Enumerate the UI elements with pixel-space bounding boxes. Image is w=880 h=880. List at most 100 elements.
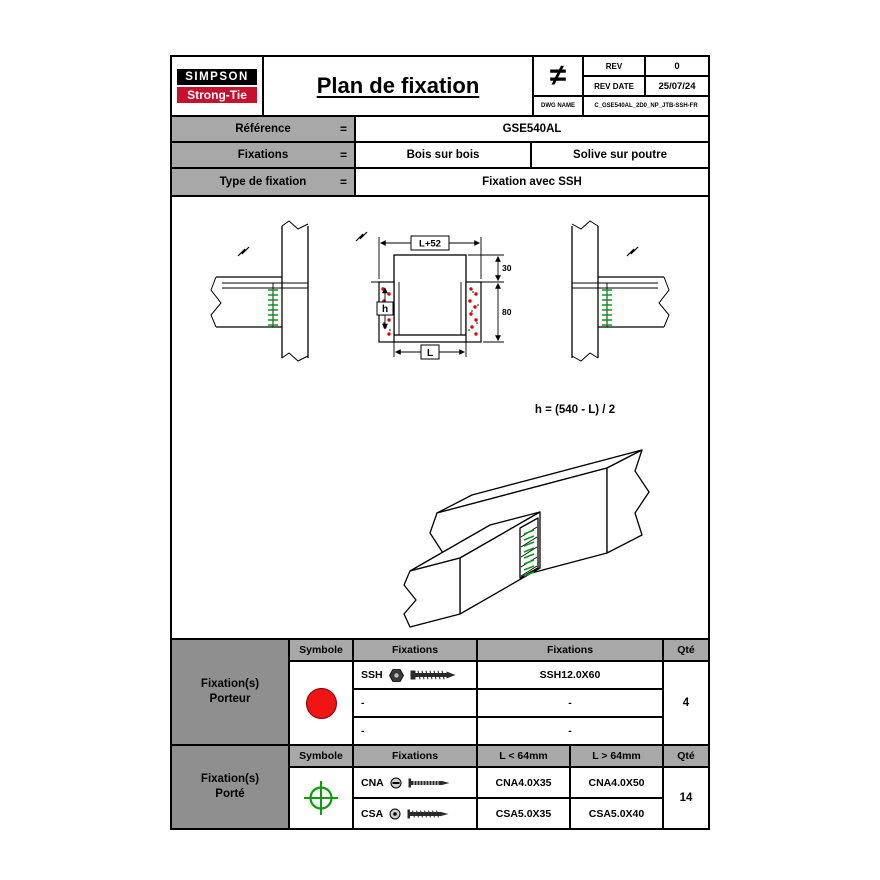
right-side-view: [571, 220, 670, 362]
header-length-short: L < 64mm: [478, 746, 569, 766]
screw-icon: [410, 670, 456, 680]
break-line: [658, 276, 670, 328]
reference-info-table: Référence = GSE540AL Fixations = Bois su…: [172, 117, 708, 197]
rev-label: REV: [584, 57, 646, 77]
break-line: [281, 220, 309, 230]
fastener-row-empty: -: [354, 718, 476, 744]
fixations-label: Fixations =: [172, 143, 356, 167]
dim-label-plate-height: 80: [502, 307, 512, 317]
beam-edges: [571, 226, 599, 358]
joist-edges: [216, 276, 282, 328]
sheet-frame: SIMPSON Strong-Tie Plan de fixation ≠ RE…: [170, 55, 710, 830]
screw-nail-icon: [407, 809, 449, 818]
dimension-labels: L+52 30 80 L h h = (540 - L) / 2: [382, 239, 615, 417]
rev-value: 0: [646, 57, 708, 77]
joist-edges: [598, 276, 664, 328]
dwg-name-label: DWG NAME: [534, 97, 584, 115]
header-symbole: Symbole: [290, 746, 352, 766]
hanger-inner-bends: [398, 282, 462, 335]
fastener-marks-green: [523, 529, 535, 577]
break-symbol-icon: [626, 246, 639, 257]
fastener-marks-green: [602, 289, 612, 326]
fastener-name: CNA: [361, 776, 384, 789]
fastener-row: CNA: [354, 768, 476, 797]
rev-date-label: REV DATE: [584, 77, 646, 97]
header-symbole: Symbole: [290, 640, 352, 660]
hanger-flange-lines: [222, 282, 308, 289]
header-fixations: Fixations: [354, 640, 476, 660]
header-fixations-ref: Fixations: [478, 640, 662, 660]
dim-label-offset-top: 30: [502, 263, 512, 273]
fastener-ref-short: CNA4.0X35: [478, 768, 569, 797]
countersunk-head-icon: [389, 808, 401, 819]
fastener-marks-green: [268, 289, 278, 326]
fastener-ref-empty: -: [478, 690, 662, 716]
porte-qty: 14: [664, 768, 708, 828]
porteur-table-label: Fixation(s) Porteur: [172, 640, 288, 744]
porte-symbol-cell: [290, 768, 352, 828]
dim-label-width-bottom: L: [427, 348, 433, 359]
fastener-row: CSA: [354, 799, 476, 828]
dim-label-height: h: [382, 304, 388, 315]
fixations-value-2: Solive sur poutre: [573, 149, 667, 161]
left-side-view: [210, 220, 309, 362]
fastener-ref-empty: -: [478, 718, 662, 744]
height-formula: h = (540 - L) / 2: [535, 404, 615, 416]
header-fixations: Fixations: [354, 746, 476, 766]
dim-label-width-top: L+52: [419, 239, 441, 250]
ring-nail-icon: [408, 778, 450, 787]
break-line: [571, 352, 599, 362]
round-head-icon: [390, 777, 402, 788]
type-fixation-label: Type de fixation =: [172, 169, 356, 195]
isometric-view: [403, 449, 650, 628]
break-line: [281, 352, 309, 362]
simpson-strongtie-logo: SIMPSON Strong-Tie: [172, 57, 264, 115]
beam-end-face: [606, 449, 650, 554]
technical-drawing: L+52 30 80 L h h = (540 - L) / 2: [210, 220, 670, 628]
equals-sign: =: [339, 175, 347, 189]
info-row-fixations: Fixations = Bois sur bois Solive sur pou…: [172, 143, 708, 169]
hex-nut-icon: [388, 668, 404, 682]
fixations-label-text: Fixations: [237, 149, 289, 161]
hanger-right-plate: [465, 281, 482, 343]
info-row-type: Type de fixation = Fixation avec SSH: [172, 169, 708, 195]
info-row-reference: Référence = GSE540AL: [172, 117, 708, 143]
beam-edges: [281, 226, 309, 358]
logo-simpson-text: SIMPSON: [177, 69, 257, 85]
title-block: SIMPSON Strong-Tie Plan de fixation ≠ RE…: [172, 57, 708, 117]
fastener-row-empty: -: [354, 690, 476, 716]
fastener-row: SSH: [354, 662, 476, 688]
red-circle-symbol: [305, 687, 337, 719]
equals-sign: =: [339, 148, 347, 162]
equals-sign: =: [339, 122, 347, 136]
type-fixation-label-text: Type de fixation: [219, 176, 307, 188]
joist-cut-face: [403, 557, 461, 628]
porteur-qty: 4: [664, 662, 708, 744]
type-fixation-value: Fixation avec SSH: [482, 176, 582, 188]
dwg-name-value: C_GSE540AL_2D0_NP_JTB-SSH-FR: [594, 103, 698, 109]
drawing-area: L+52 30 80 L h h = (540 - L) / 2: [172, 197, 708, 638]
break-symbol-icon: [355, 231, 368, 242]
header-qty: Qté: [664, 746, 708, 766]
porteur-fixations-table: Fixation(s) Porteur Symbole Fixations Fi…: [172, 638, 708, 746]
joist-section: [393, 254, 467, 336]
header-length-long: L > 64mm: [571, 746, 662, 766]
break-symbol-icon: [237, 246, 250, 257]
fastener-ref: SSH12.0X60: [478, 662, 662, 688]
porte-fixations-table: Fixation(s) Porté Symbole Fixations L < …: [172, 746, 708, 828]
rev-date-value: 25/07/24: [646, 77, 708, 97]
page-title: Plan de fixation: [316, 73, 480, 98]
reference-label: Référence =: [172, 117, 356, 141]
fastener-ref-long: CNA4.0X50: [571, 768, 662, 797]
porte-table-label: Fixation(s) Porté: [172, 746, 288, 828]
reference-value: GSE540AL: [502, 123, 562, 135]
dimension-lines: [376, 235, 504, 360]
hanger-flange-lines: [572, 282, 658, 289]
green-crosshair-symbol: [304, 781, 338, 815]
header-qty: Qté: [664, 640, 708, 660]
fastener-ref-long: CSA5.0X40: [571, 799, 662, 828]
break-line: [571, 220, 599, 230]
projection-symbol-icon: ≠: [534, 57, 584, 97]
fastener-ref-short: CSA5.0X35: [478, 799, 569, 828]
